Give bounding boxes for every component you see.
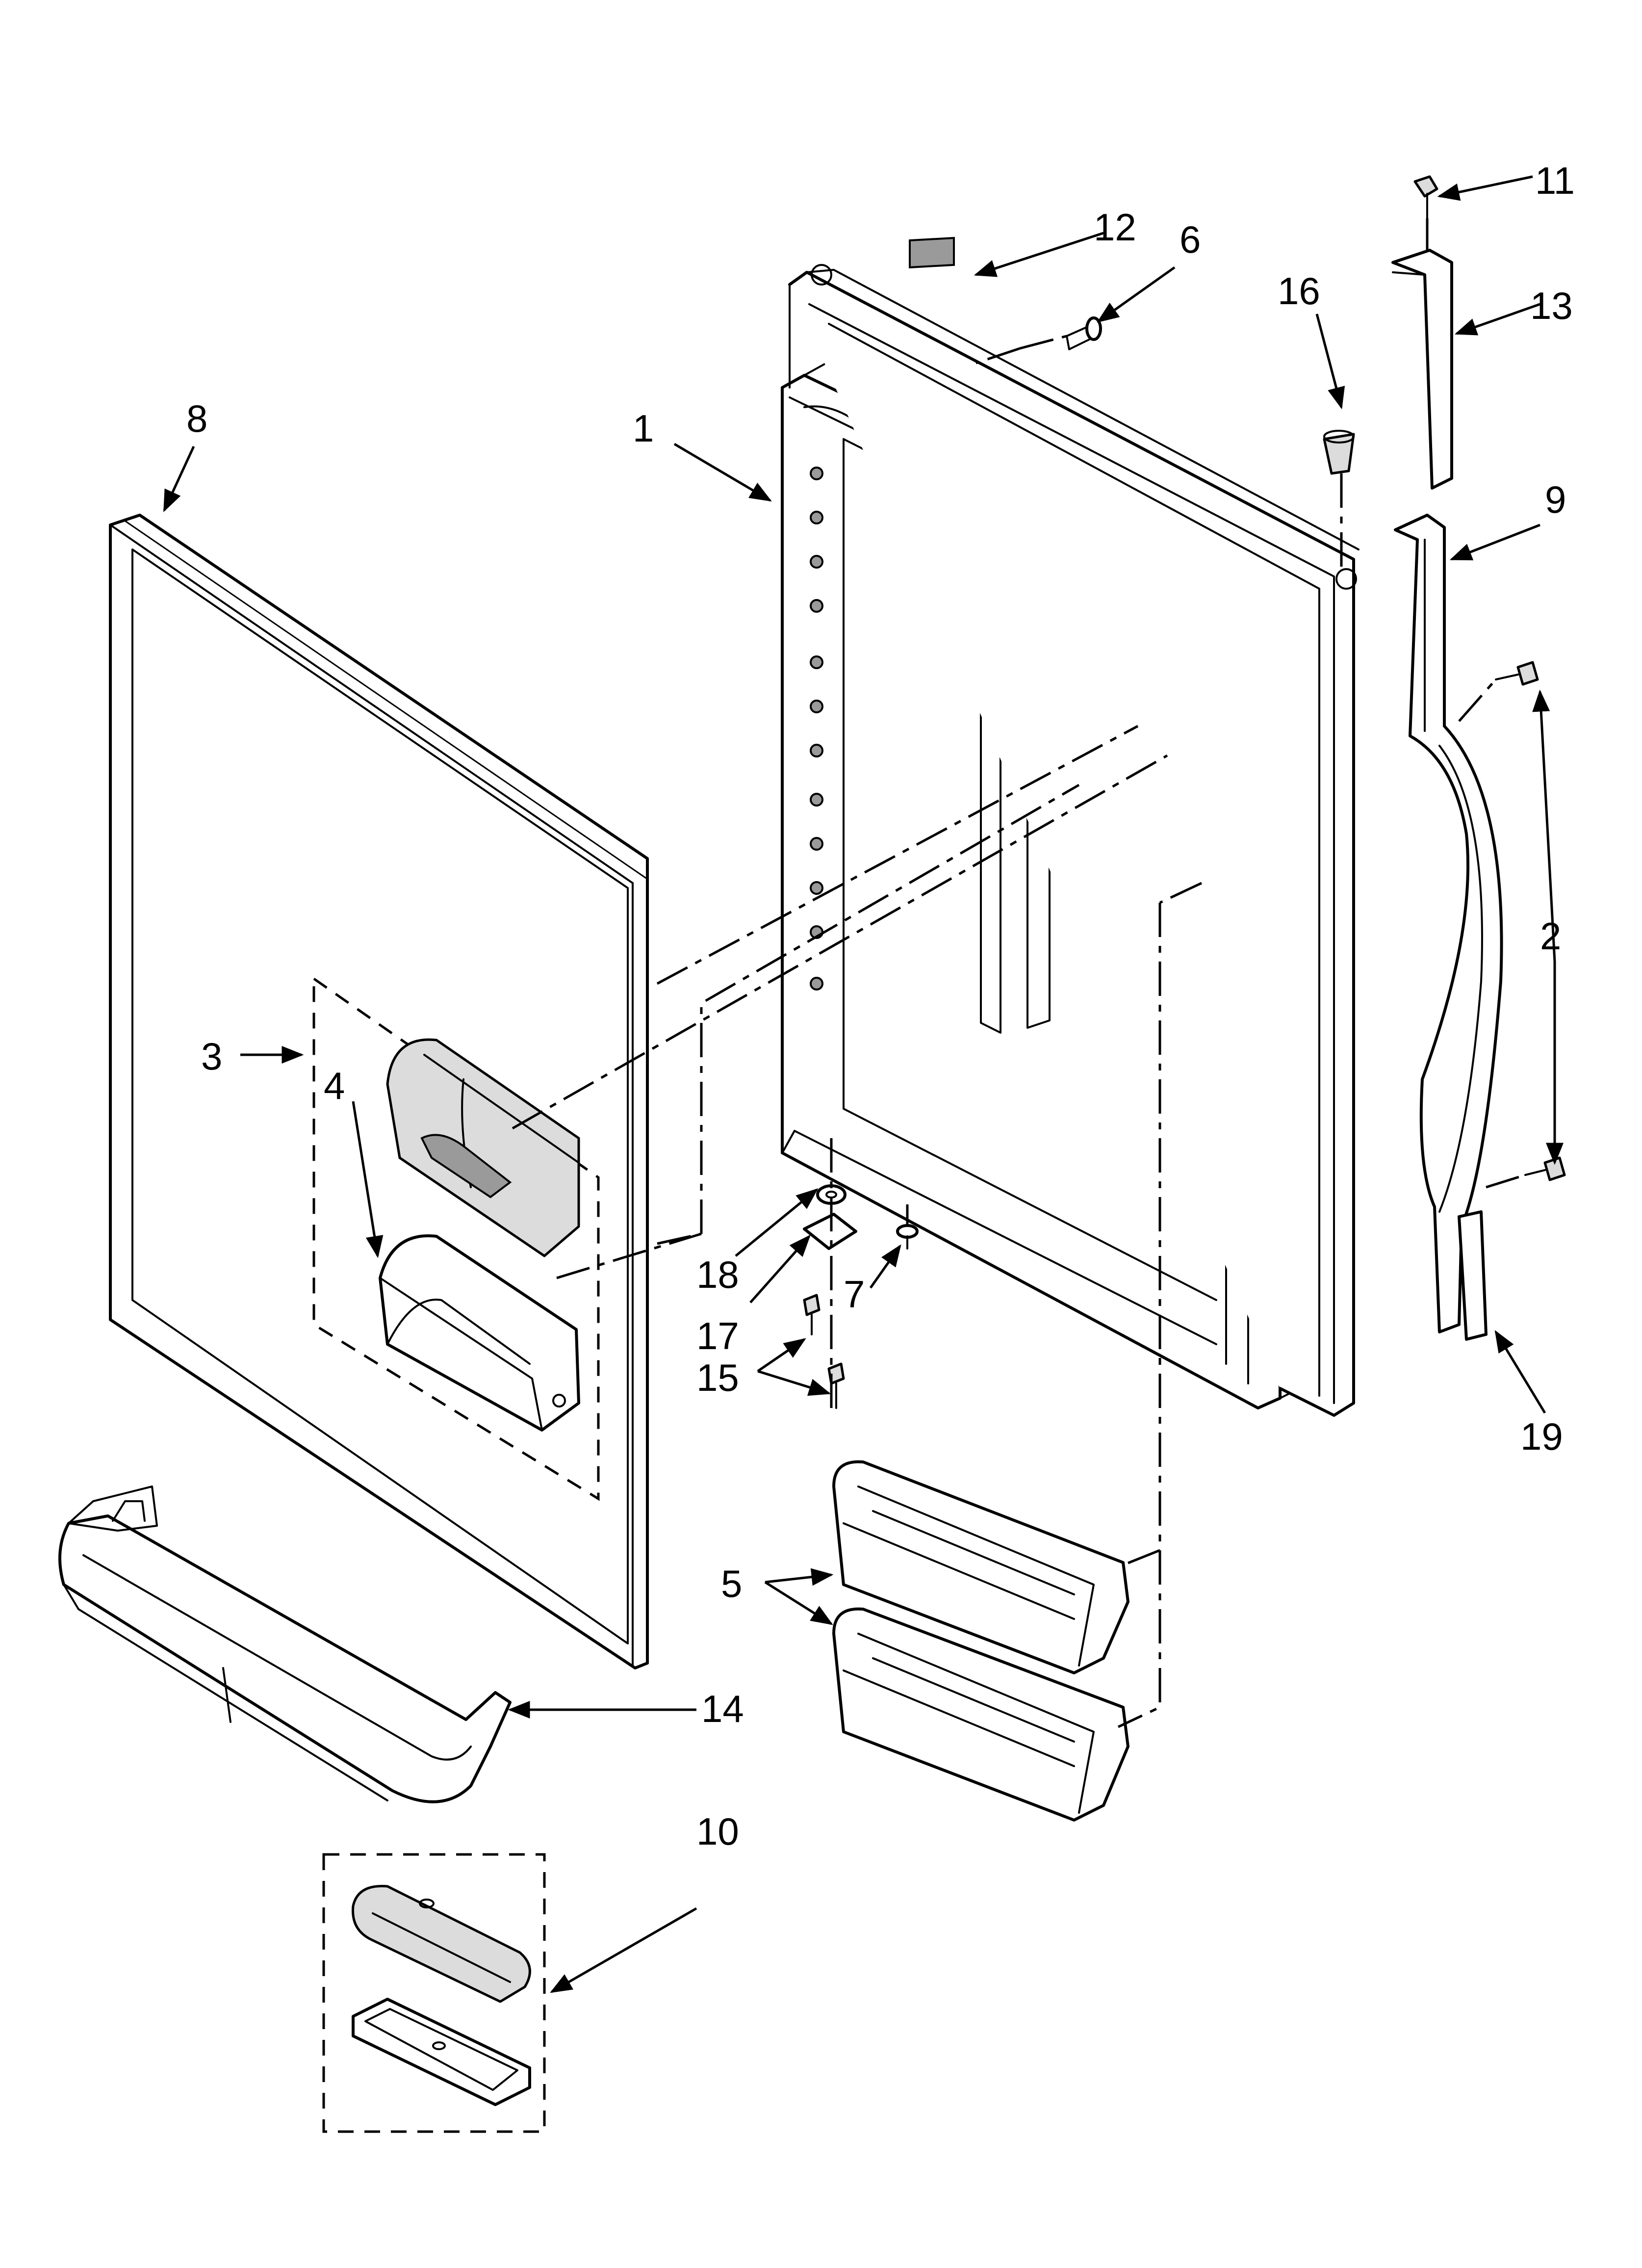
- assembly-lines: [512, 218, 1526, 1728]
- callout-2: 2: [1540, 914, 1561, 958]
- callout-18: 18: [696, 1253, 739, 1296]
- butter-lid: [352, 1885, 531, 2003]
- callout-3: 3: [201, 1035, 222, 1078]
- callout-19: 19: [1520, 1415, 1563, 1458]
- handle-screw-upper: [1495, 661, 1539, 686]
- callout-9: 9: [1545, 478, 1566, 521]
- callout-5: 5: [721, 1562, 742, 1605]
- hinge-bushing: [1323, 430, 1355, 475]
- hinge-pin: [1066, 316, 1102, 350]
- callout-14: 14: [701, 1687, 744, 1730]
- callout-15: 15: [696, 1356, 739, 1399]
- butter-compartment-group: [322, 1853, 546, 2133]
- liner-shelf-studs: [810, 467, 823, 991]
- top-screw: [1413, 175, 1438, 219]
- door-bin-upper: [832, 1460, 1129, 1674]
- door-bin-large: [58, 1486, 512, 1803]
- callout-leaders: [163, 175, 1564, 1993]
- door-bin-lower: [832, 1607, 1129, 1822]
- callout-16: 16: [1278, 269, 1320, 313]
- dispenser-cover: [386, 1038, 580, 1257]
- callout-6: 6: [1180, 218, 1201, 261]
- handle-end-cap: [1458, 1210, 1488, 1341]
- callout-labels: 1 2 3 4 5 6 7 8 9 10 11 12 13 14 15 16 1…: [186, 159, 1575, 1853]
- callout-17: 17: [696, 1314, 739, 1357]
- handle-screw-lower: [1524, 1156, 1566, 1181]
- butter-base: [352, 1998, 531, 2106]
- bottom-screw-short: [803, 1294, 821, 1335]
- door-handle: [1394, 514, 1503, 1333]
- handle-trim-top: [1391, 249, 1453, 490]
- gasket-label: [909, 236, 955, 269]
- callout-7: 7: [844, 1273, 865, 1316]
- callout-1: 1: [633, 407, 654, 450]
- callout-8: 8: [186, 397, 207, 440]
- callout-13: 13: [1530, 284, 1573, 327]
- callout-4: 4: [324, 1064, 345, 1107]
- door-shell: [788, 264, 1360, 1417]
- door-stop-plug: [896, 1224, 919, 1250]
- callout-10: 10: [696, 1810, 739, 1853]
- dispenser-tray: [379, 1234, 580, 1432]
- dispenser-module-group: [312, 976, 600, 1501]
- door-panel: [109, 514, 649, 1669]
- callout-11: 11: [1535, 159, 1575, 202]
- callout-12: 12: [1094, 206, 1136, 249]
